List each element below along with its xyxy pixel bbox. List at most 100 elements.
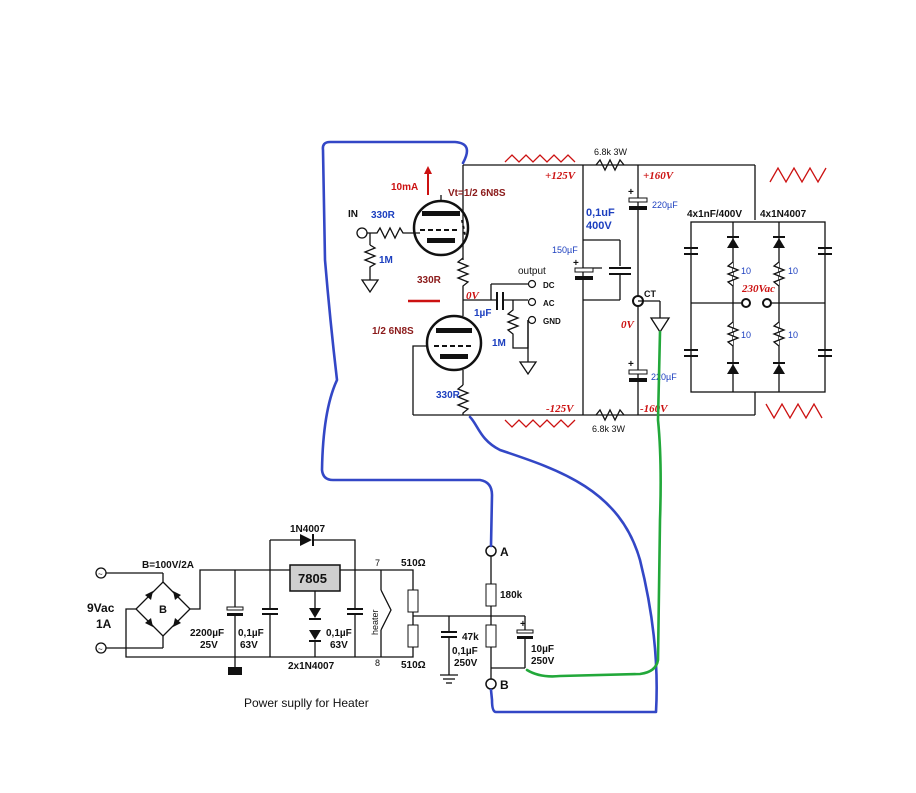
- in-terminal-icon: [356, 227, 368, 239]
- heater-icon: [380, 589, 392, 631]
- d-top-icon: [300, 534, 312, 546]
- r180-label: 180k: [500, 590, 523, 601]
- dc-label: DC: [543, 281, 555, 290]
- vt-label: Vt=1/2 6N8S: [448, 188, 506, 199]
- r-bottom-label: 330R: [436, 390, 461, 401]
- cap220a-label: 220µF: [652, 200, 678, 210]
- dc-minus-wire: [125, 608, 381, 658]
- heater-supply: ~ ~ 9Vac 1A B=100V/2A B 2200µF 25V 0,1µF…: [87, 524, 555, 710]
- pin7-label: 7: [375, 558, 380, 568]
- hv-r2-icon: [772, 261, 786, 287]
- bridge-d3: [145, 618, 153, 627]
- c5-plate-b: [517, 636, 533, 639]
- bridge-caps-label: 4x1nF/400V: [687, 209, 742, 220]
- reg-diode2-icon: [309, 630, 321, 640]
- r-bot-resistor-icon: [595, 408, 625, 422]
- bridge-d1: [145, 591, 153, 600]
- out-cap-label: 1µF: [474, 308, 491, 319]
- c2v-label: 63V: [240, 640, 258, 651]
- minus160-label: -160V: [640, 403, 669, 415]
- output-title: output: [518, 266, 546, 277]
- hv-bridge: 4x1nF/400V 4x1N4007 10 10 10 1: [684, 165, 832, 420]
- gnd-terminal-icon[interactable]: [527, 315, 537, 325]
- cap150-plate-b: [575, 276, 593, 280]
- r-in-resistor-icon: [367, 226, 420, 240]
- ct-label: CT: [644, 289, 656, 299]
- tilde-bot: ~: [98, 645, 103, 654]
- dc-terminal-icon[interactable]: [527, 279, 537, 289]
- cap220a-plus: +: [628, 187, 634, 198]
- d-top-label: 1N4007: [290, 524, 325, 535]
- pin8-label: 8: [375, 658, 380, 668]
- blue-trace-b: [468, 415, 658, 714]
- hv-diode2-icon: [773, 238, 785, 248]
- rail-filter: 6.8k 3W 6.8k 3W 0,1uF 400V 150µF + +160V…: [552, 147, 678, 434]
- heater-label: heater: [370, 609, 380, 635]
- cap150-label: 150µF: [552, 245, 578, 255]
- hv-r1-icon: [726, 261, 740, 287]
- cap01v-label: 400V: [586, 220, 612, 232]
- r-top-resistor-icon: [595, 158, 625, 172]
- reg-diodes-label: 2x1N4007: [288, 661, 335, 672]
- c1v-label: 25V: [200, 640, 218, 651]
- ripple-top-icon: [504, 154, 576, 163]
- cap220b-plate-b: [629, 378, 647, 382]
- cap220a-plate-b: [629, 206, 647, 210]
- ac-in-terminal-a: [741, 298, 751, 308]
- regulator-label: 7805: [298, 571, 327, 586]
- tilde-top: ~: [98, 570, 103, 579]
- r510a-label: 510Ω: [401, 558, 426, 569]
- out-ground-icon: [518, 361, 538, 376]
- bridge-label: B=100V/2A: [142, 560, 194, 571]
- cap150-plus: +: [573, 258, 579, 269]
- hv-diode4-icon: [773, 364, 785, 374]
- c2-label: 0,1µF: [238, 628, 264, 639]
- ac-in-label: 230Vac: [741, 283, 775, 295]
- r-grid-label: 1M: [379, 255, 393, 266]
- lower-tube-icon: [425, 314, 483, 372]
- bridge-d4: [173, 618, 181, 627]
- r-mid-label: 330R: [417, 275, 442, 286]
- ripple-hv-top-icon: [769, 166, 827, 184]
- r-mid-resistor-icon: [456, 257, 470, 300]
- dc-plus-wire: [190, 569, 381, 610]
- heater-supply-title: Power suplly for Heater: [244, 696, 369, 710]
- lower-tube-cathode: [440, 354, 468, 359]
- ac-terminal-icon[interactable]: [527, 297, 537, 307]
- minus125-label: -125V: [546, 403, 575, 415]
- upper-tube-cathode: [427, 238, 455, 243]
- input-v-label: 9Vac: [87, 601, 115, 615]
- c5-plus: +: [520, 619, 526, 630]
- cap01-label: 0,1uF: [586, 207, 615, 219]
- out-r-resistor-icon: [506, 300, 529, 349]
- hv-r4-icon: [772, 321, 786, 347]
- upper-tube-plate: [422, 211, 460, 216]
- out-0v-label: 0V: [466, 290, 481, 302]
- ct-ground-icon: [649, 317, 671, 334]
- node-a-icon: [485, 545, 497, 557]
- r510b-icon: [407, 624, 419, 648]
- plus160-label: +160V: [643, 170, 675, 182]
- ripple-hv-bot-icon: [765, 402, 823, 420]
- upper-tube-icon: [412, 199, 470, 257]
- bridge-d2: [173, 591, 181, 600]
- tube-stage: IN 330R 1M 10mA Vt=1/2 6N8S 330R 0V 1µF: [348, 154, 755, 428]
- gnd-label: GND: [543, 317, 561, 326]
- regulator-icon: [289, 564, 341, 592]
- r-bottom-resistor-icon: [456, 384, 470, 415]
- lower-tube-plate: [436, 328, 472, 333]
- ripple-bot-icon: [504, 419, 576, 428]
- c3-label: 0,1µF: [326, 628, 352, 639]
- node-b-icon: [485, 678, 497, 690]
- r-grid-resistor-icon: [363, 244, 377, 280]
- current-label: 10mA: [391, 182, 418, 193]
- r510b-label: 510Ω: [401, 660, 426, 671]
- hv-r3-icon: [726, 321, 740, 347]
- hv-r2-label: 10: [788, 266, 798, 276]
- node-a-label: A: [500, 545, 509, 559]
- r47-icon: [485, 624, 497, 648]
- hv-diode1-icon: [727, 238, 739, 248]
- c4v-label: 250V: [454, 658, 478, 669]
